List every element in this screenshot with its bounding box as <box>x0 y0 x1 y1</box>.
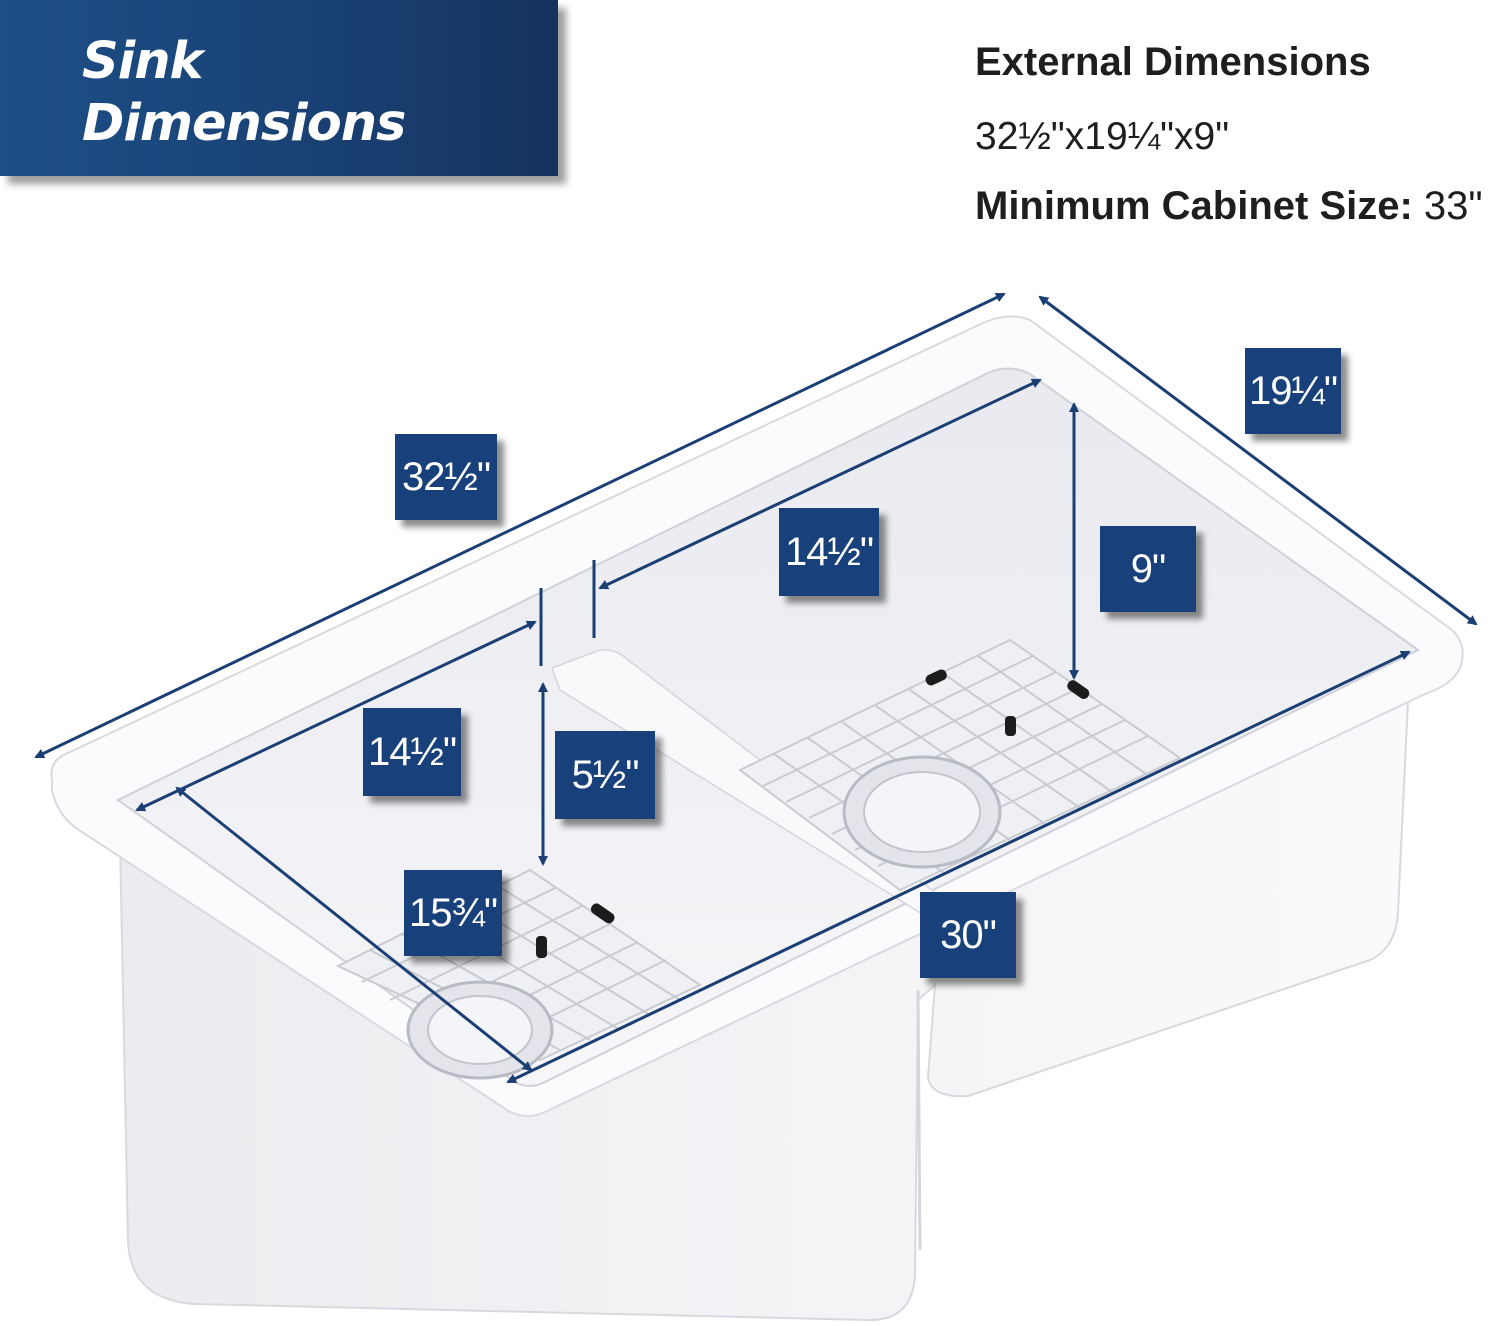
sink-body <box>50 315 1464 1322</box>
arrow-overall-width <box>1038 295 1478 626</box>
right-drain <box>842 755 1002 869</box>
label-overall-width: 19¼" <box>1245 348 1341 434</box>
label-depth: 9" <box>1100 526 1196 612</box>
label-overall-length: 32½" <box>395 434 497 520</box>
label-left-bowl-width: 14½" <box>363 708 461 796</box>
title-banner: Sink Dimensions <box>0 0 558 176</box>
arrow-right-bowl-width <box>598 378 1042 590</box>
cabinet-size-value: 33" <box>1412 184 1483 228</box>
label-right-bowl-width: 14½" <box>779 508 879 596</box>
arrow-left-bowl-width <box>135 620 537 812</box>
arrow-right-bowl-length <box>506 650 1411 1084</box>
page-title-line-1: Sink <box>82 32 203 91</box>
minimum-cabinet-size: Minimum Cabinet Size: 33" <box>975 184 1483 229</box>
label-right-bowl-length: 30" <box>920 892 1016 978</box>
label-divider-height: 5½" <box>555 731 655 819</box>
cabinet-size-label: Minimum Cabinet Size: <box>975 184 1413 228</box>
external-dimensions-heading: External Dimensions <box>975 40 1371 84</box>
arrow-left-bowl-length <box>175 786 533 1072</box>
external-dimensions-value: 32½"x19¼"x9" <box>975 115 1230 158</box>
dimension-arrows <box>34 292 1478 1084</box>
page-title-line-2: Dimensions <box>82 94 406 153</box>
label-left-bowl-length: 15¾" <box>404 870 502 956</box>
